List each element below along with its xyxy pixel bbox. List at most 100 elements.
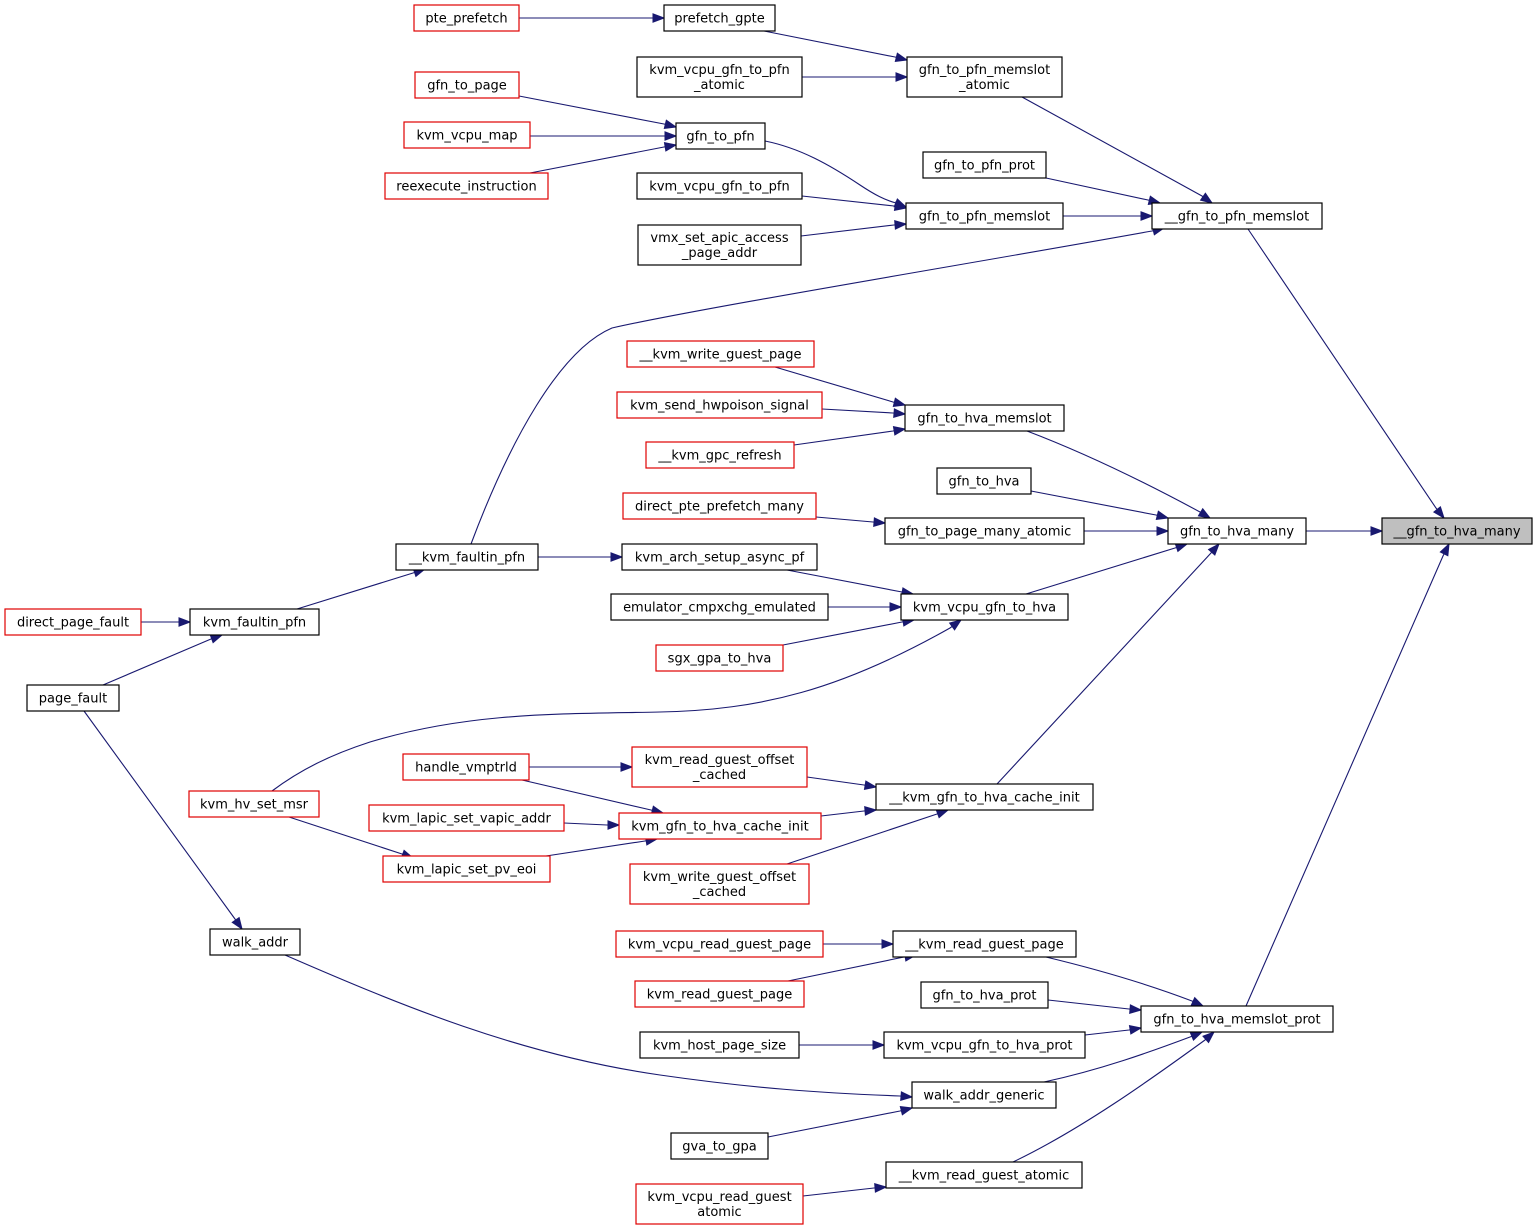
node-kvm-read-guest-page[interactable]: kvm_read_guest_page <box>634 980 805 1008</box>
node-layer: __gfn_to_hva_many__gfn_to_pfn_memslotgfn… <box>4 4 1533 1225</box>
node-box <box>26 684 120 712</box>
node-kvm-read-guest-offset-cached[interactable]: kvm_read_guest_offset_cached <box>631 746 808 788</box>
node-label: kvm_lapic_set_pv_eoi <box>397 863 537 878</box>
arrowhead <box>620 762 634 772</box>
node-label: __kvm_read_guest_page <box>904 938 1064 953</box>
node-box <box>413 4 520 32</box>
node-kvm-faultin-pfn[interactable]: kvm_faultin_pfn <box>189 608 320 636</box>
node-label: kvm_vcpu_map <box>416 129 517 144</box>
edge-kvm_gfn_to_hva_cache_init_inner-to-gfn_to_hva_many <box>996 542 1220 785</box>
arrowhead <box>894 52 909 62</box>
node-gfn-to-pfn[interactable]: gfn_to_pfn <box>675 122 766 150</box>
node-gfn-to-hva-memslot-prot[interactable]: gfn_to_hva_memslot_prot <box>1140 1005 1334 1033</box>
node-kvm-vcpu-gfn-to-pfn[interactable]: kvm_vcpu_gfn_to_pfn <box>636 172 803 200</box>
node-kvm-gpc-refresh-inner[interactable]: __kvm_gpc_refresh <box>645 441 795 469</box>
node-pte-prefetch[interactable]: pte_prefetch <box>413 4 520 32</box>
node-kvm-gfn-to-hva-cache-init-inner[interactable]: __kvm_gfn_to_hva_cache_init <box>875 783 1094 811</box>
arrowhead <box>610 552 624 562</box>
arrowhead <box>1199 192 1214 204</box>
node-kvm-read-guest-atomic-inner[interactable]: __kvm_read_guest_atomic <box>885 1161 1083 1189</box>
arrowhead <box>1155 510 1170 520</box>
node-walk-addr-generic[interactable]: walk_addr_generic <box>911 1081 1057 1109</box>
arrowhead <box>864 806 878 816</box>
node-gfn-to-pfn-memslot-atomic[interactable]: gfn_to_pfn_memslot_atomic <box>906 56 1063 98</box>
node-direct-page-fault[interactable]: direct_page_fault <box>4 608 142 636</box>
arrowhead <box>1128 1025 1143 1035</box>
node-box <box>675 122 766 150</box>
node-reexecute-instruction[interactable]: reexecute_instruction <box>384 172 549 200</box>
edge-line <box>102 638 212 686</box>
node-label: __kvm_faultin_pfn <box>408 551 525 566</box>
node-label: gfn_to_pfn_prot <box>934 159 1035 174</box>
node-walk-addr[interactable]: walk_addr <box>209 928 301 956</box>
node-label: __kvm_read_guest_atomic <box>898 1169 1069 1184</box>
node-label: direct_page_fault <box>17 616 129 631</box>
arrowhead <box>948 619 963 631</box>
edge-walk_addr-to-walk_addr_generic <box>284 954 914 1101</box>
node-kvm-send-hwpoison-signal[interactable]: kvm_send_hwpoison_signal <box>616 391 823 419</box>
node-gfn-to-hva-prot[interactable]: gfn_to_hva_prot <box>920 981 1049 1009</box>
arrowhead <box>899 1106 914 1116</box>
node-kvm-lapic-set-vapic-addr[interactable]: kvm_lapic_set_vapic_addr <box>368 804 565 832</box>
node-kvm-vcpu-map[interactable]: kvm_vcpu_map <box>403 121 531 149</box>
node-label: kvm_gfn_to_hva_cache_init <box>631 820 808 835</box>
node-prefetch-gpte[interactable]: prefetch_gpte <box>663 4 776 32</box>
node-box <box>936 467 1032 495</box>
node-label: gfn_to_pfn_memslot <box>919 63 1050 78</box>
node-kvm-vcpu-gfn-to-hva[interactable]: kvm_vcpu_gfn_to_hva <box>900 593 1069 621</box>
edge-line <box>518 95 666 125</box>
node-handle-vmptrld[interactable]: handle_vmptrld <box>402 753 530 781</box>
node-gfn-to-hva-many[interactable]: gfn_to_hva_many <box>1167 517 1307 545</box>
node-label: _cached <box>692 768 746 783</box>
node-kvm-vcpu-gfn-to-pfn-atomic[interactable]: kvm_vcpu_gfn_to_pfn_atomic <box>636 56 803 98</box>
node-vmx-set-apic-access-page-addr[interactable]: vmx_set_apic_access_page_addr <box>637 224 802 266</box>
arrowhead <box>178 617 192 627</box>
arrowhead <box>1129 1004 1143 1014</box>
node-gva-to-gpa[interactable]: gva_to_gpa <box>670 1132 769 1160</box>
node-label: kvm_lapic_set_vapic_addr <box>382 812 551 827</box>
edge-kvm_vcpu_gfn_to_pfn-to-gfn_to_pfn_memslot <box>801 195 908 211</box>
node-kvm-write-guest-offset-cached[interactable]: kvm_write_guest_offset_cached <box>629 863 810 905</box>
node-sgx-gpa-to-hva[interactable]: sgx_gpa_to_hva <box>655 644 784 672</box>
node-gfn-to-page[interactable]: gfn_to_page <box>414 71 520 99</box>
edge-gfn_to_hva-to-gfn_to_hva_many <box>1030 490 1170 520</box>
node-kvm-faultin-pfn-inner[interactable]: __kvm_faultin_pfn <box>395 543 539 571</box>
node-kvm-arch-setup-async-pf[interactable]: kvm_arch_setup_async_pf <box>621 543 818 571</box>
arrowhead <box>1197 507 1212 519</box>
edge-line <box>1247 228 1438 510</box>
node-gfn-to-pfn-memslot-inner[interactable]: __gfn_to_pfn_memslot <box>1151 202 1323 230</box>
edge-kvm_gpc_refresh_inner-to-gfn_to_hva_memslot <box>793 426 907 446</box>
arrowhead <box>892 426 907 436</box>
node-label: kvm_vcpu_gfn_to_hva_prot <box>896 1039 1072 1054</box>
node-kvm-lapic-set-pv-eoi[interactable]: kvm_lapic_set_pv_eoi <box>382 855 551 883</box>
edge-gfn_to_page_many_atomic-to-gfn_to_hva_many <box>1084 526 1170 536</box>
node-direct-pte-prefetch-many[interactable]: direct_pte_prefetch_many <box>622 492 817 520</box>
node-gfn-to-hva[interactable]: gfn_to_hva <box>936 467 1032 495</box>
node-gfn-to-pfn-prot[interactable]: gfn_to_pfn_prot <box>922 151 1047 179</box>
node-box <box>395 543 539 571</box>
node-box <box>920 981 1049 1009</box>
node-kvm-write-guest-page-inner[interactable]: __kvm_write_guest_page <box>626 340 815 368</box>
edge-line <box>529 146 666 174</box>
edge-kvm_lapic_set_vapic_addr-to-kvm_gfn_to_hva_cache_init <box>563 820 621 830</box>
node-kvm-read-guest-page-inner[interactable]: __kvm_read_guest_page <box>892 930 1077 958</box>
node-kvm-hv-set-msr[interactable]: kvm_hv_set_msr <box>188 790 320 818</box>
node-gfn-to-pfn-memslot[interactable]: gfn_to_pfn_memslot <box>905 202 1064 230</box>
node-kvm-gfn-to-hva-cache-init[interactable]: kvm_gfn_to_hva_cache_init <box>618 812 822 840</box>
node-kvm-vcpu-read-guest-page[interactable]: kvm_vcpu_read_guest_page <box>615 930 824 958</box>
edge-line <box>1084 1029 1131 1036</box>
node-kvm-vcpu-gfn-to-hva-prot[interactable]: kvm_vcpu_gfn_to_hva_prot <box>883 1031 1086 1059</box>
node-box <box>639 1031 800 1059</box>
edge-kvm_vcpu_read_guest_page-to-kvm_read_guest_page_inner <box>823 939 895 949</box>
node-kvm-host-page-size[interactable]: kvm_host_page_size <box>639 1031 800 1059</box>
node-gfn-to-hva-memslot[interactable]: gfn_to_hva_memslot <box>904 404 1065 432</box>
node-emulator-cmpxchg-emulated[interactable]: emulator_cmpxchg_emulated <box>610 593 829 621</box>
node-page-fault[interactable]: page_fault <box>26 684 120 712</box>
node-box <box>626 340 815 368</box>
node-box <box>610 593 829 621</box>
node-gfn-to-page-many-atomic[interactable]: gfn_to_page_many_atomic <box>884 517 1085 545</box>
node-gfn-to-hva-many-inner[interactable]: __gfn_to_hva_many <box>1381 517 1533 545</box>
node-label: kvm_faultin_pfn <box>203 616 306 631</box>
edge-direct_pte_prefetch_many-to-gfn_to_page_many_atomic <box>815 516 887 527</box>
